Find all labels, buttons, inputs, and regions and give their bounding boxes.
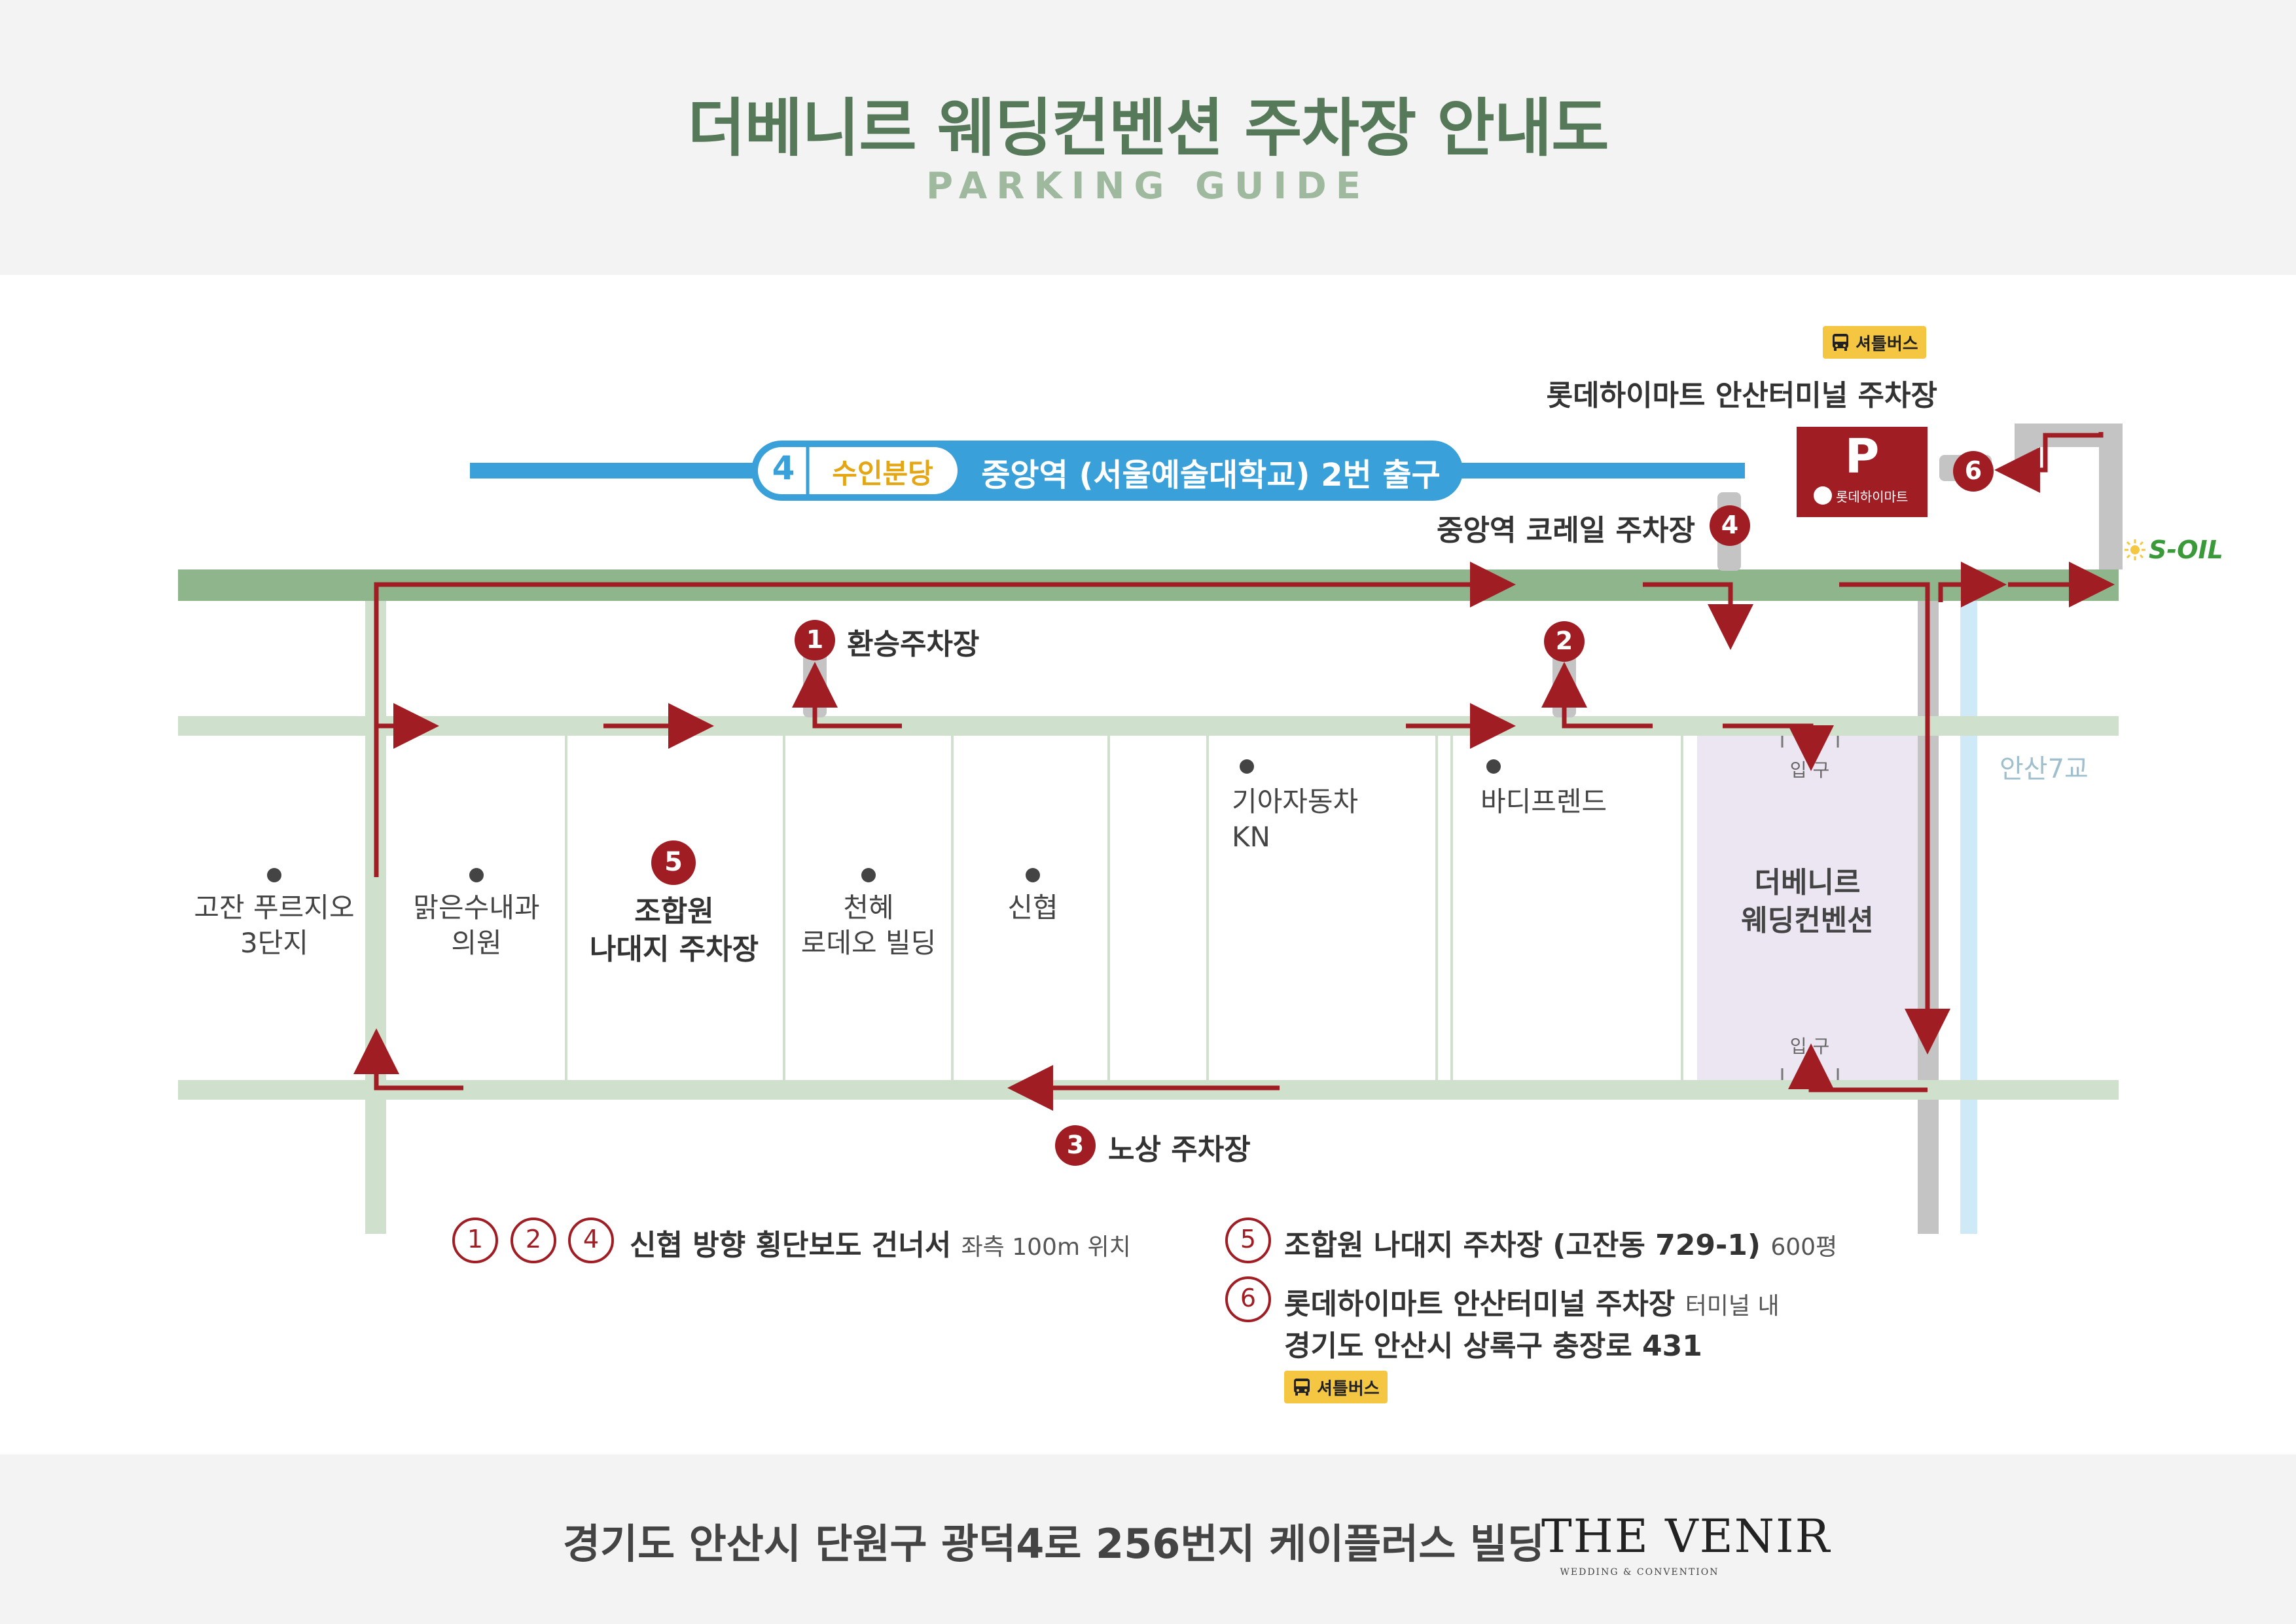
sun-icon [2125, 539, 2145, 560]
route-arrows [353, 432, 2115, 1111]
entrance-ticks [1781, 736, 1839, 1080]
logo-sub: WEDDING & CONVENTION [1560, 1567, 1719, 1578]
place-dots [267, 759, 1501, 882]
place-label: 신협 [1007, 892, 1058, 924]
subway-line-number: 4 [772, 449, 795, 487]
legend-marker-2: 2 [525, 1225, 542, 1254]
korail-label: 중앙역 코레일 주차장 [1437, 514, 1695, 547]
union-marker: 5 [664, 847, 683, 877]
logo-text: THE VENIR [1541, 1509, 1831, 1563]
venir-logo: THE VENIR WEDDING & CONVENTION [1541, 1486, 1831, 1584]
legend-marker-4: 4 [583, 1225, 600, 1254]
venue-entrance-top: 입 구 [1789, 759, 1830, 781]
lotte-logo-mark [1814, 486, 1832, 505]
lotte-title: 롯데하이마트 안산터미널 주차장 [1546, 379, 1937, 412]
legend-left-text: 신협 방향 횡단보도 건너서 좌측 100m 위치 [630, 1221, 1131, 1263]
legend-marker-5: 5 [1240, 1225, 1257, 1254]
page-subtitle: PARKING GUIDE [926, 165, 1370, 208]
block-dividers [565, 736, 1683, 1080]
legend-marker-1: 1 [467, 1225, 484, 1254]
place-label: 천혜 [843, 892, 894, 924]
lotte-parking-letter: P [1844, 429, 1880, 484]
page-title: 더베니르 웨딩컨벤션 주차장 안내도 [687, 92, 1609, 165]
union-label-2: 나대지 주차장 [589, 933, 759, 966]
side-road-middle [178, 716, 2119, 736]
header [0, 0, 2296, 275]
legend-markers [452, 1218, 1271, 1322]
place-label: 로데오 빌딩 [800, 927, 937, 959]
legend-lotte-address: 경기도 안산시 상록구 충장로 431 [1284, 1329, 1702, 1363]
legend-lotte-note: 터미널 내 [1685, 1293, 1780, 1320]
place-label: 기아자동차 [1232, 785, 1359, 818]
venue-block [1697, 736, 1918, 1080]
venue-entrance-bottom: 입 구 [1789, 1036, 1830, 1057]
place-label: 의원 [451, 927, 502, 959]
legend-marker-6: 6 [1240, 1284, 1257, 1312]
bus-icon [1833, 334, 1848, 351]
union-label-1: 조합원 [634, 895, 714, 928]
soil-logo: S-OIL [2124, 535, 2223, 564]
place-label: 바디프렌드 [1480, 785, 1607, 818]
place-label: 고잔 푸르지오 [194, 892, 355, 924]
map-markers [651, 451, 1994, 1166]
legend-union-main: 조합원 나대지 주차장 (고잔동 729-1) [1284, 1229, 1761, 1262]
transfer-label: 환승주차장 [847, 628, 980, 661]
legend-union-note: 600평 [1770, 1234, 1838, 1261]
transfer-marker: 1 [806, 625, 824, 654]
place-label: KN [1232, 821, 1270, 853]
korail-marker: 4 [1721, 511, 1739, 539]
legend-union-text: 조합원 나대지 주차장 (고잔동 729-1) 600평 [1284, 1221, 1837, 1263]
legend-shuttle-badge: 셔틀버스 [1284, 1371, 1388, 1403]
subway-station: 중앙역 (서울예술대학교) 2번 출구 [981, 457, 1441, 494]
stub-lotte [2015, 424, 2123, 569]
roadside-marker: 3 [1066, 1130, 1085, 1159]
bus-icon [1294, 1379, 1310, 1396]
lotte-brand: 롯데하이마트 [1836, 489, 1909, 505]
footer-address: 경기도 안산시 단원구 광덕4로 256번지 케이플러스 빌딩 [563, 1520, 1545, 1568]
legend-shuttle-text: 셔틀버스 [1317, 1379, 1380, 1399]
bridge-label: 안산7교 [2000, 754, 2089, 784]
footer [0, 1454, 2296, 1624]
roadside-label: 노상 주차장 [1108, 1133, 1251, 1166]
subway-line-name: 수인분당 [832, 458, 933, 490]
venue-name-2: 웨딩컨벤션 [1741, 904, 1874, 937]
lotte-shuttle-text: 셔틀버스 [1856, 334, 1918, 354]
venue-name-1: 더베니르 [1754, 866, 1861, 899]
place-label: 3단지 [240, 927, 308, 959]
legend-lotte-main: 롯데하이마트 안산터미널 주차장 [1284, 1288, 1676, 1321]
legend-left-note: 좌측 100m 위치 [961, 1234, 1131, 1261]
legend-lotte-text: 롯데하이마트 안산터미널 주차장 터미널 내 [1284, 1280, 1780, 1322]
lotte-shuttle-badge: 셔틀버스 [1823, 326, 1926, 359]
lot2-marker: 2 [1555, 626, 1573, 655]
lotte-marker: 6 [1964, 456, 1982, 485]
soil-text: S-OIL [2149, 535, 2223, 564]
stream [1960, 576, 1977, 1234]
legend-left-main: 신협 방향 횡단보도 건너서 [630, 1229, 952, 1262]
place-label: 맑은수내과 [413, 892, 540, 924]
